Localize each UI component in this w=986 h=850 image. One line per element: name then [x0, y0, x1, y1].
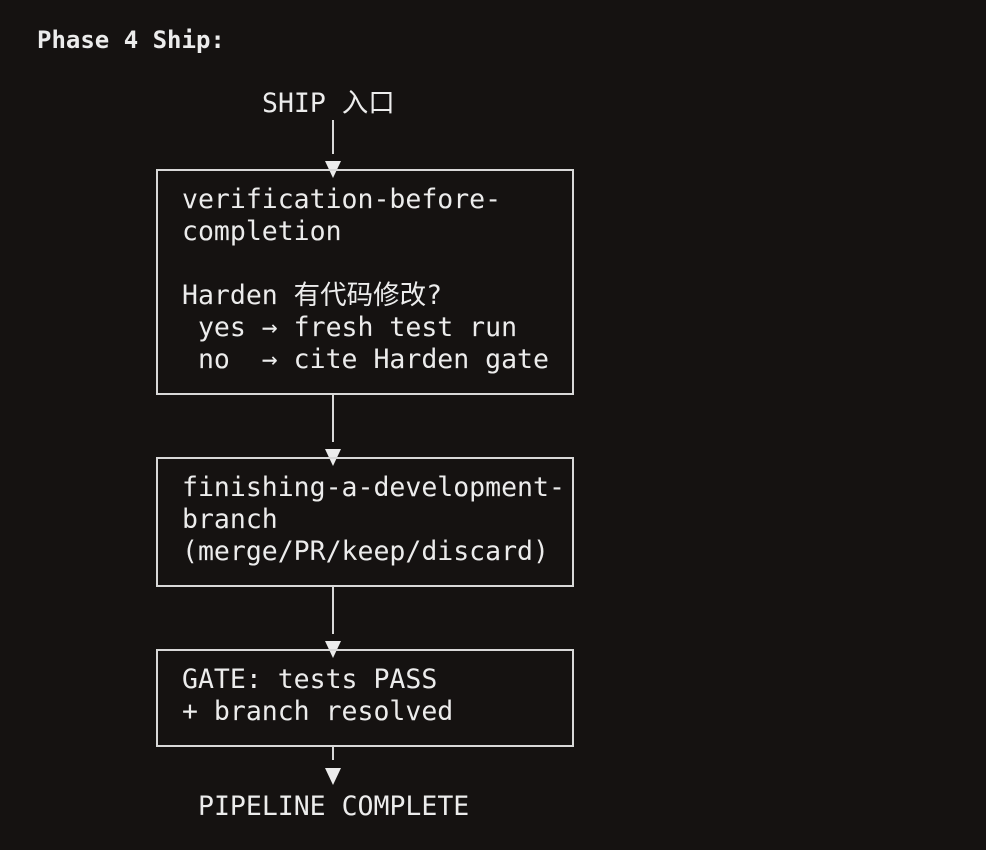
exit-label: PIPELINE COMPLETE — [198, 791, 470, 822]
arrow-down-icon — [325, 768, 341, 785]
node-line: verification-before- — [182, 184, 502, 215]
node-line: completion — [182, 216, 342, 247]
node-line: (merge/PR/keep/discard) — [182, 536, 549, 567]
node-line: GATE: tests PASS — [182, 664, 438, 695]
node-line: Harden 有代码修改? — [182, 280, 443, 311]
node-verification — [156, 169, 574, 395]
node-line: + branch resolved — [182, 696, 454, 727]
node-line: yes → fresh test run — [182, 312, 518, 343]
node-gate — [156, 649, 574, 747]
node-finishing-branch — [156, 457, 574, 587]
entry-label: SHIP 入口 — [262, 88, 395, 119]
node-line: no → cite Harden gate — [182, 344, 549, 375]
phase-title: Phase 4 Ship: — [37, 26, 225, 54]
node-line: finishing-a-development- — [182, 472, 565, 503]
node-line: branch — [182, 504, 278, 535]
